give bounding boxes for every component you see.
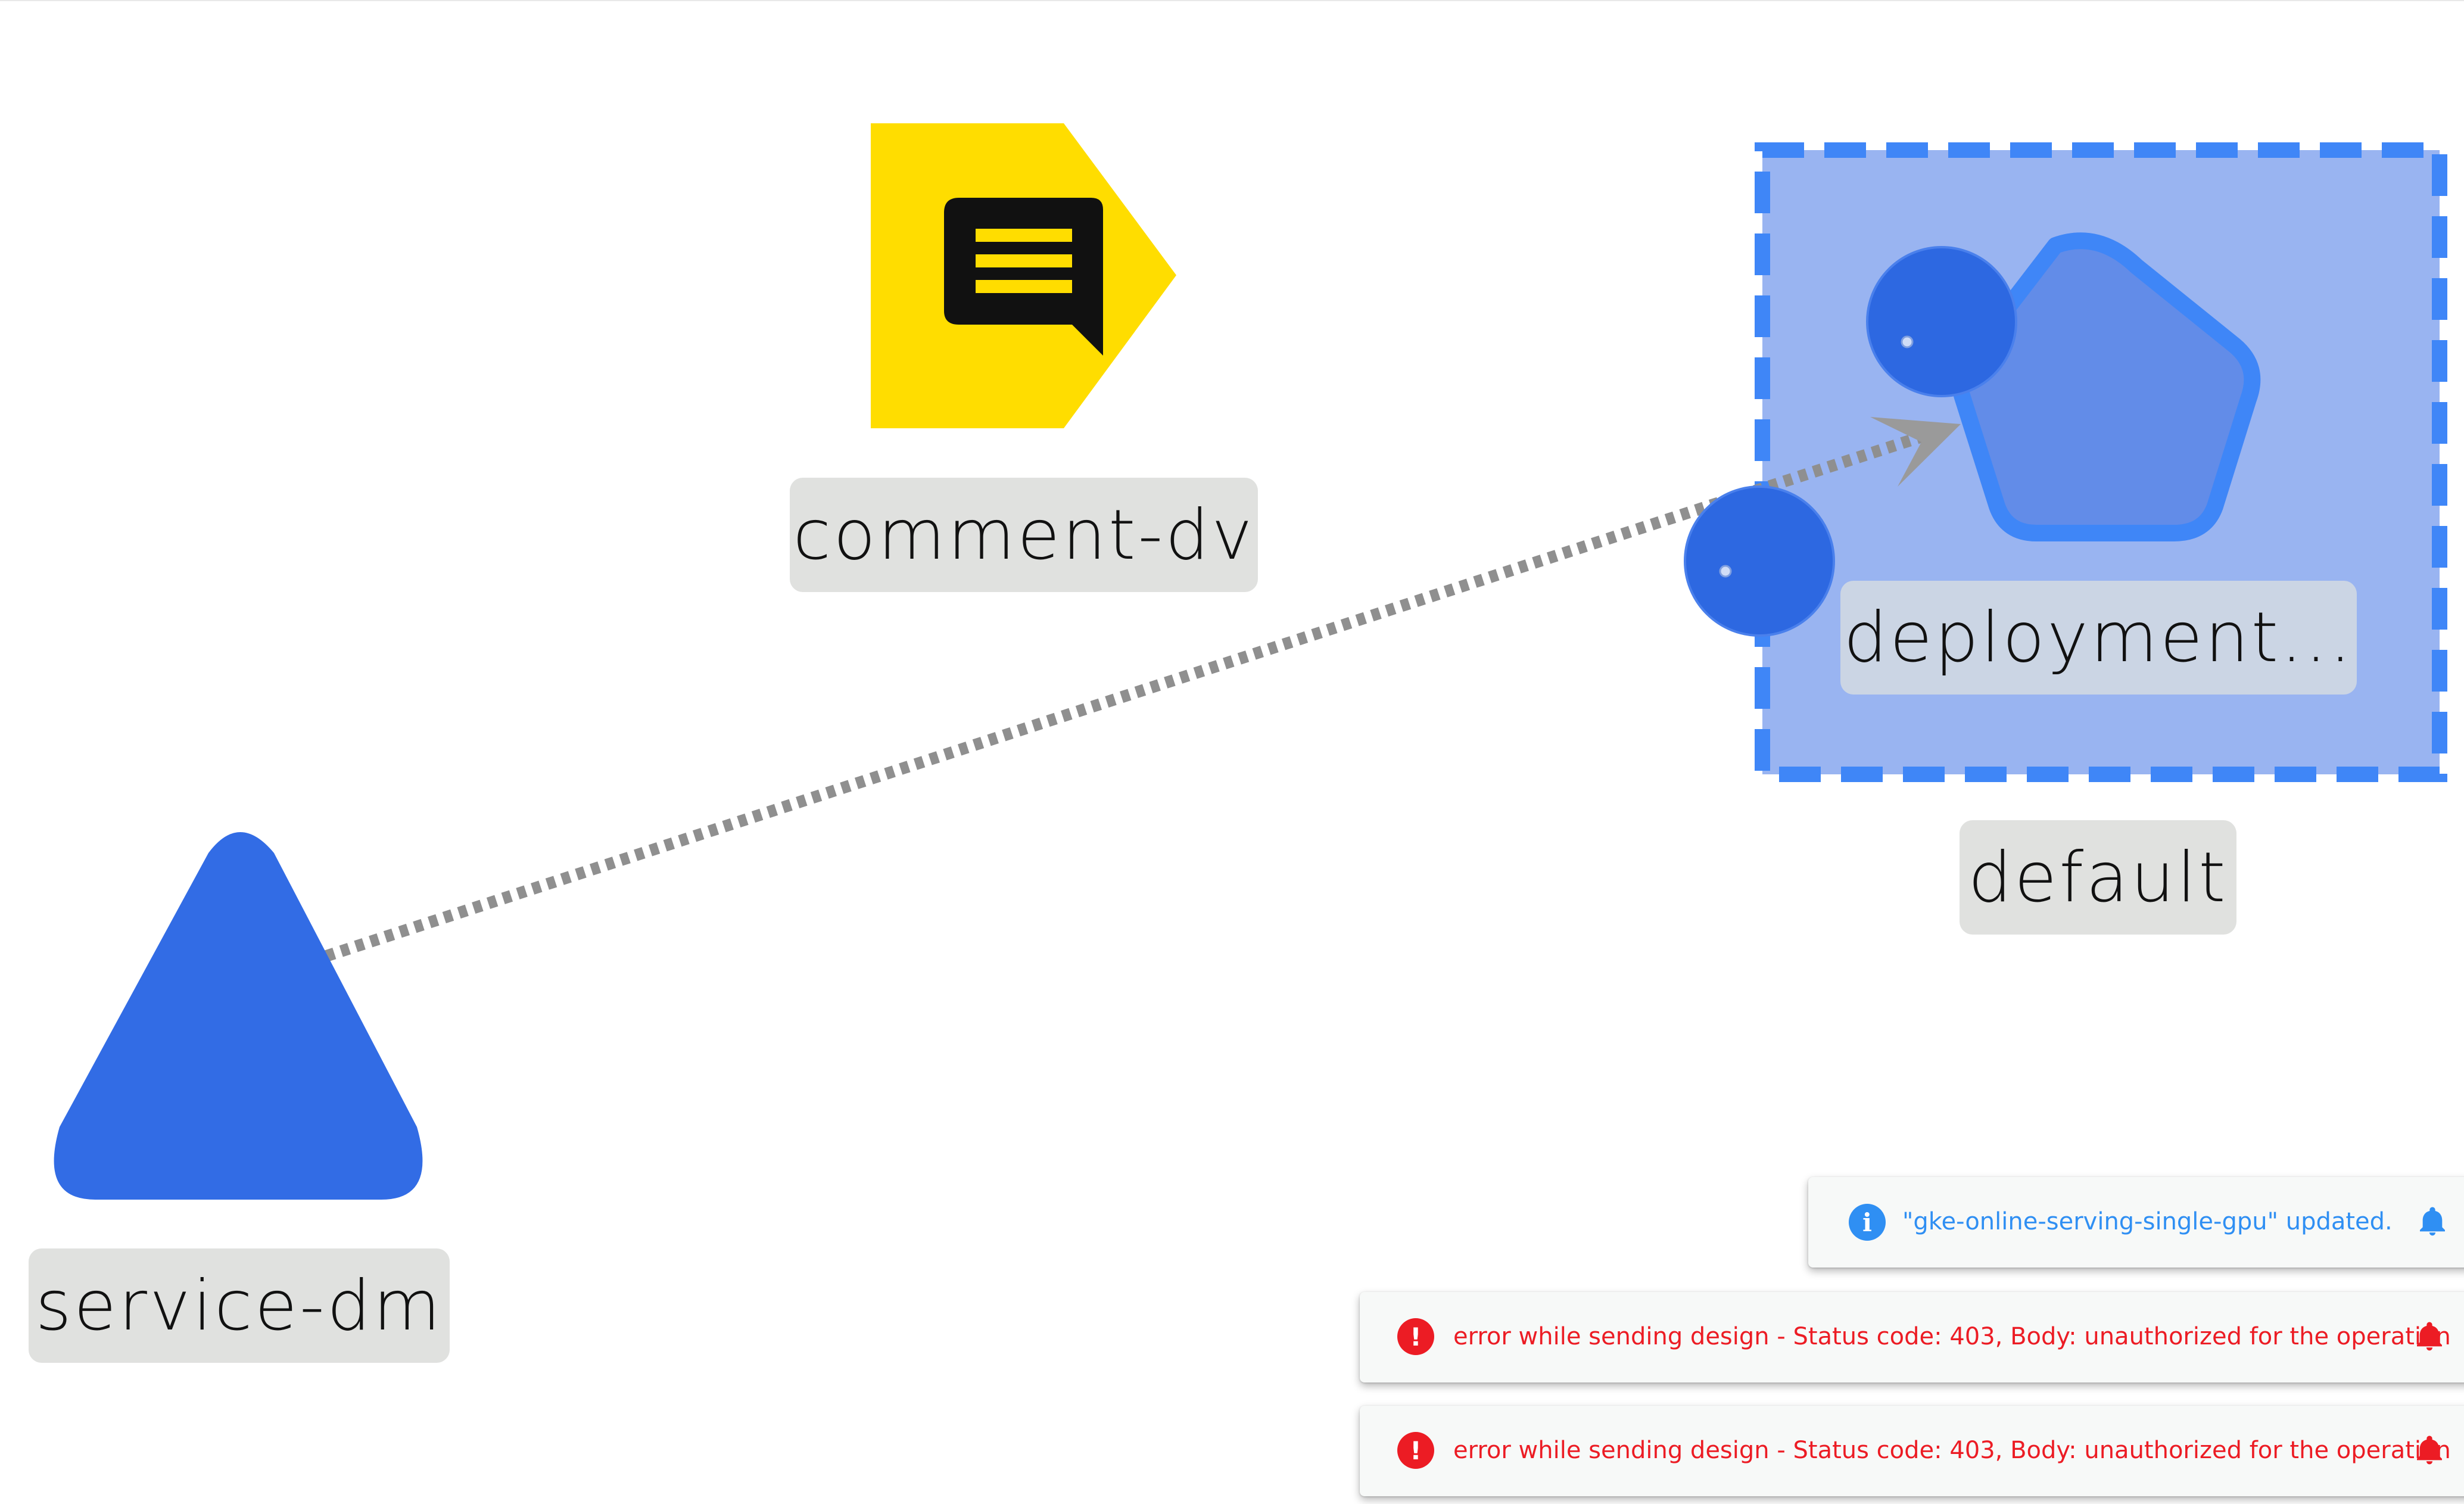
info-icon: i [1849,1204,1886,1241]
comment-node-label: comment-dv [790,478,1258,592]
bell-icon[interactable] [2416,1205,2449,1238]
bell-icon[interactable] [2413,1434,2446,1467]
connection-handle[interactable] [1866,246,2017,397]
notification-message: "gke-online-serving-single-gpu" updated. [1902,1208,2393,1235]
notification-error[interactable]: ! error while sending design - Status co… [1360,1292,2464,1382]
handle-dot [1901,335,1914,348]
notification-message: error while sending design - Status code… [1453,1437,2451,1464]
error-icon: ! [1397,1432,1434,1469]
error-icon: ! [1397,1318,1434,1355]
notification-error[interactable]: ! error while sending design - Status co… [1360,1406,2464,1496]
notification-info[interactable]: i "gke-online-serving-single-gpu" update… [1808,1177,2464,1268]
service-node[interactable] [54,832,423,1200]
edge-service-to-deployment[interactable] [324,430,1926,962]
namespace-label: default [1960,820,2236,935]
bell-icon[interactable] [2413,1320,2446,1353]
edge-arrowhead [1870,417,1961,487]
service-node-label: service-dm [29,1248,450,1363]
handle-dot [1719,565,1732,578]
deployment-node-label: deployment... [1840,581,2357,695]
connection-handle[interactable] [1684,485,1835,637]
notification-message: error while sending design - Status code… [1453,1323,2451,1350]
comment-icon [944,198,1103,356]
